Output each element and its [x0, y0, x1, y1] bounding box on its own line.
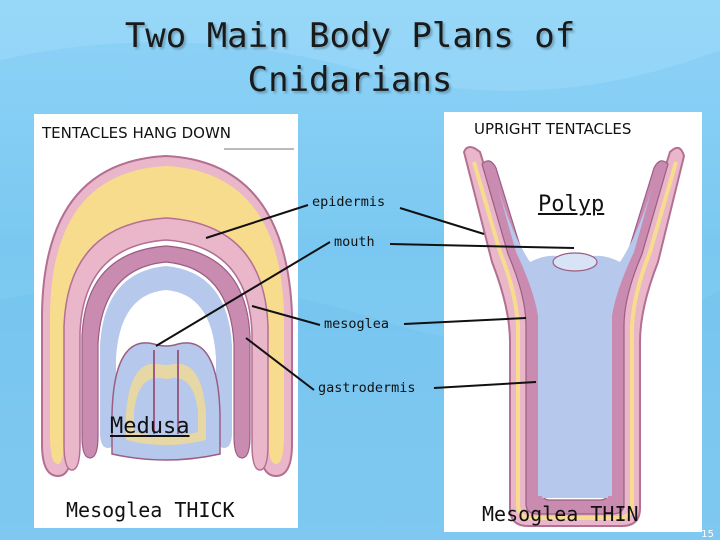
medusa-label: Medusa [110, 414, 190, 439]
polyp-panel: Polyp Mesoglea THIN [444, 112, 702, 532]
mouth-label: mouth [334, 234, 375, 250]
page-title: Two Main Body Plans of Cnidarians [124, 16, 576, 100]
polyp-diagram [462, 146, 686, 527]
gastrodermis-label: gastrodermis [318, 380, 416, 396]
medusa-caption: Mesoglea THICK [66, 498, 235, 522]
polyp-label: Polyp [538, 192, 605, 217]
page-number: 15 [701, 529, 714, 540]
polyp-caption: Mesoglea THIN [482, 502, 639, 526]
left-panel-header: TENTACLES HANG DOWN [42, 124, 232, 142]
medusa-diagram [41, 148, 294, 478]
right-panel-header: UPRIGHT TENTACLES [474, 120, 632, 138]
epidermis-label: epidermis [312, 194, 386, 210]
medusa-panel: Medusa Mesoglea THICK [34, 114, 298, 528]
mesoglea-label: mesoglea [324, 316, 390, 332]
